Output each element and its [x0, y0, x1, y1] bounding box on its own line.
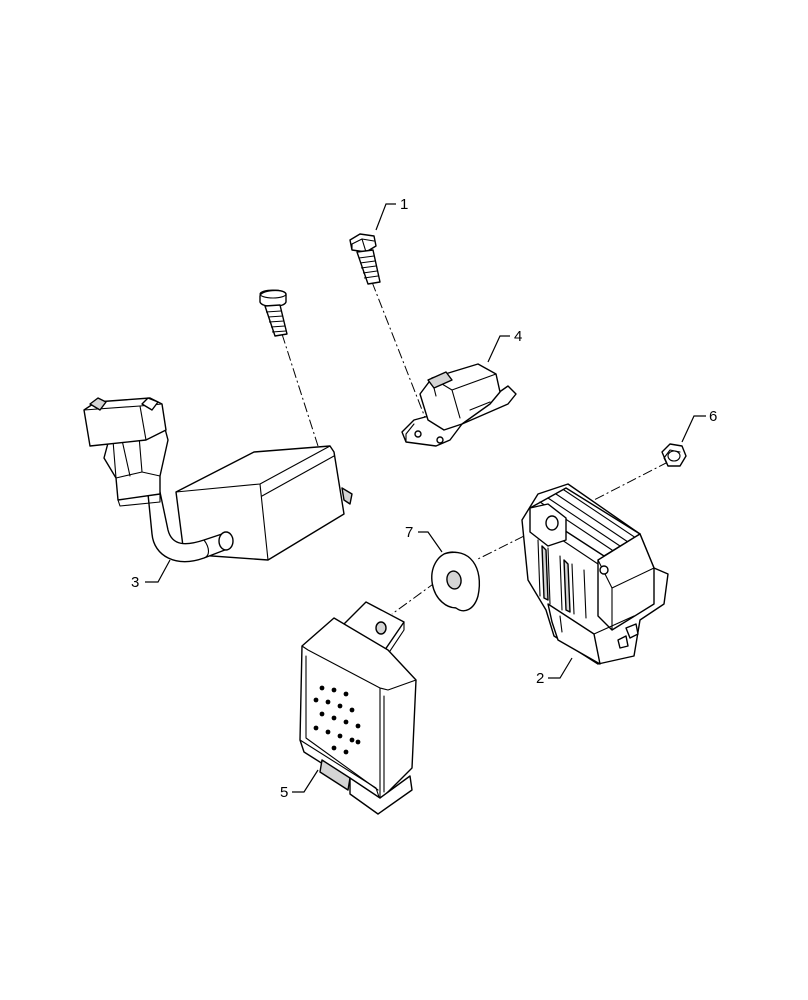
- callout-3: 3: [131, 574, 139, 591]
- vent-holes: [313, 685, 361, 755]
- relay-icon[interactable]: [83, 397, 353, 563]
- regulator-icon[interactable]: [521, 483, 669, 665]
- callout-6: 6: [709, 408, 717, 425]
- callout-5: 5: [280, 784, 288, 801]
- leader-lines: [145, 203, 706, 793]
- callout-7: 7: [405, 524, 413, 541]
- callout-1: 1: [400, 196, 408, 213]
- bracket-icon[interactable]: [401, 363, 517, 447]
- callout-2: 2: [536, 670, 544, 687]
- callout-4: 4: [514, 328, 522, 345]
- grommet-icon[interactable]: [427, 549, 480, 612]
- assembly-centerlines: [281, 281, 669, 615]
- bolt-icon[interactable]: [259, 289, 288, 337]
- flasher-unit-icon[interactable]: [299, 601, 417, 815]
- hex-nut-icon[interactable]: [661, 443, 687, 467]
- hex-bolt-icon[interactable]: [349, 233, 381, 285]
